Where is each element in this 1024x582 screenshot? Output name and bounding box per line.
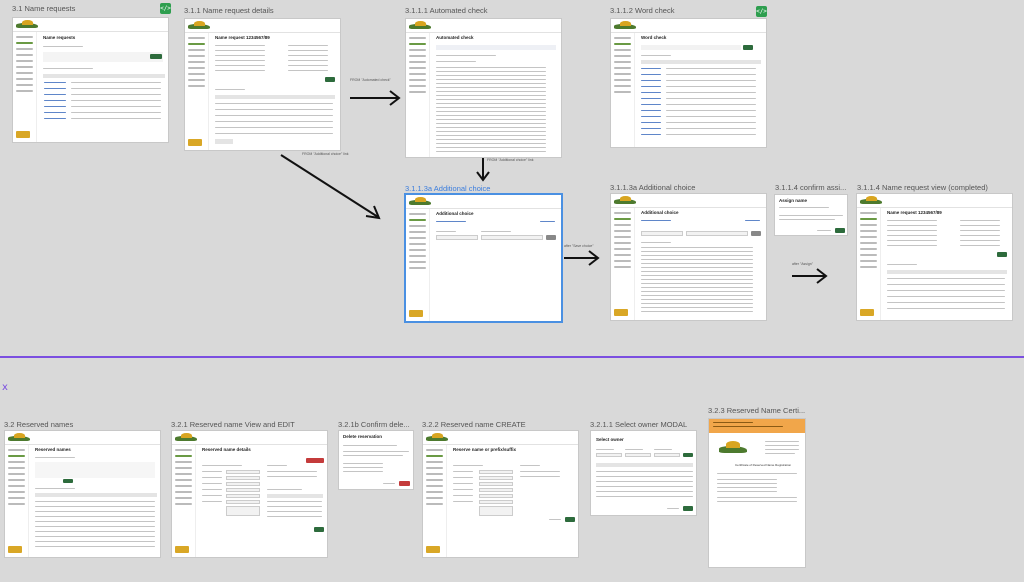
frame-title: 3.2.1.1 Select owner MODAL	[590, 420, 688, 429]
frame-confirm-delete[interactable]: Delete reservation	[338, 430, 414, 490]
page-title: Assign name	[779, 198, 808, 203]
certificate-title: Certificate of Reserved Name Registratio…	[735, 463, 792, 467]
frame-title: 3.2 Reserved names	[4, 420, 74, 429]
arrow-right-icon	[564, 250, 600, 266]
page-title: Select owner	[596, 437, 624, 442]
frame-reserved-names[interactable]: Reserved names	[4, 430, 161, 558]
frame-additional-choice[interactable]: Additional choice	[610, 193, 767, 321]
frame-title: 3.1 Name requests	[12, 4, 76, 13]
frame-title: 3.1.1.2 Word check	[610, 6, 675, 15]
frame-title: 3.1.1.4 Name request view (completed)	[857, 183, 988, 192]
page-title: Delete reservation	[343, 434, 383, 439]
arrow-diagonal-icon	[280, 154, 381, 220]
logo-icon	[16, 20, 38, 30]
flow-note: after "Save choice"	[564, 244, 594, 248]
frame-name-request-completed[interactable]: Name request 1234567/89	[856, 193, 1013, 321]
flow-note: after "Assign"	[792, 262, 813, 266]
arrow-down-icon	[476, 158, 490, 182]
frame-title: 3.1.1.3a Additional choice	[405, 184, 491, 193]
frame-select-owner-modal[interactable]: Select owner	[590, 430, 697, 516]
flow-note: FROM "Additional choice" link	[302, 152, 349, 156]
page-title: Reserved name details	[202, 447, 251, 452]
section-divider	[0, 356, 1024, 358]
flow-note: FROM "Automated check"	[350, 78, 391, 82]
frame-reserved-name-create[interactable]: Reserve name or prefix/suffix	[422, 430, 579, 558]
frame-title: 3.2.2 Reserved name CREATE	[422, 420, 526, 429]
logo-icon	[719, 441, 747, 455]
frame-title: 3.1.1.4 confirm assi...	[775, 183, 847, 192]
page-title: Name requests	[43, 35, 76, 40]
frame-confirm-assign[interactable]: Assign name	[774, 194, 848, 236]
code-icon[interactable]: </>	[756, 6, 767, 17]
code-icon[interactable]: </>	[160, 3, 171, 14]
page-title: Additional choice	[641, 210, 679, 215]
frame-title: 3.1.1.1 Automated check	[405, 6, 488, 15]
frame-word-check[interactable]: Word check	[610, 18, 767, 148]
frame-title: 3.1.1.3a Additional choice	[610, 183, 696, 192]
frame-title: 3.2.1b Confirm dele...	[338, 420, 410, 429]
frame-title: 3.2.3 Reserved Name Certi...	[708, 406, 806, 415]
frame-name-requests[interactable]: Name requests	[12, 17, 169, 143]
frame-name-request-details[interactable]: Name request 1234567/89	[184, 18, 341, 151]
flow-note: FROM "Additional choice" link	[487, 158, 534, 162]
page-title: Word check	[641, 35, 667, 40]
page-title: Reserve name or prefix/suffix	[453, 447, 517, 452]
close-icon[interactable]: x	[2, 382, 8, 393]
page-title: Name request 1234567/89	[887, 210, 942, 215]
page-title: Additional choice	[436, 211, 474, 216]
frame-additional-choice-selected[interactable]: Additional choice	[404, 193, 563, 323]
arrow-right-icon	[792, 268, 828, 284]
arrow-right-icon	[350, 90, 401, 106]
page-title: Automated check	[436, 35, 474, 40]
frame-reserved-name-edit[interactable]: Reserved name details	[171, 430, 328, 558]
frame-automated-check[interactable]: Automated check	[405, 18, 562, 158]
page-title: Name request 1234567/89	[215, 35, 270, 40]
frame-title: 3.1.1 Name request details	[184, 6, 274, 15]
frame-title: 3.2.1 Reserved name View and EDIT	[171, 420, 295, 429]
page-title: Reserved names	[35, 447, 71, 452]
frame-certificate[interactable]: Certificate of Reserved Name Registratio…	[708, 418, 806, 568]
